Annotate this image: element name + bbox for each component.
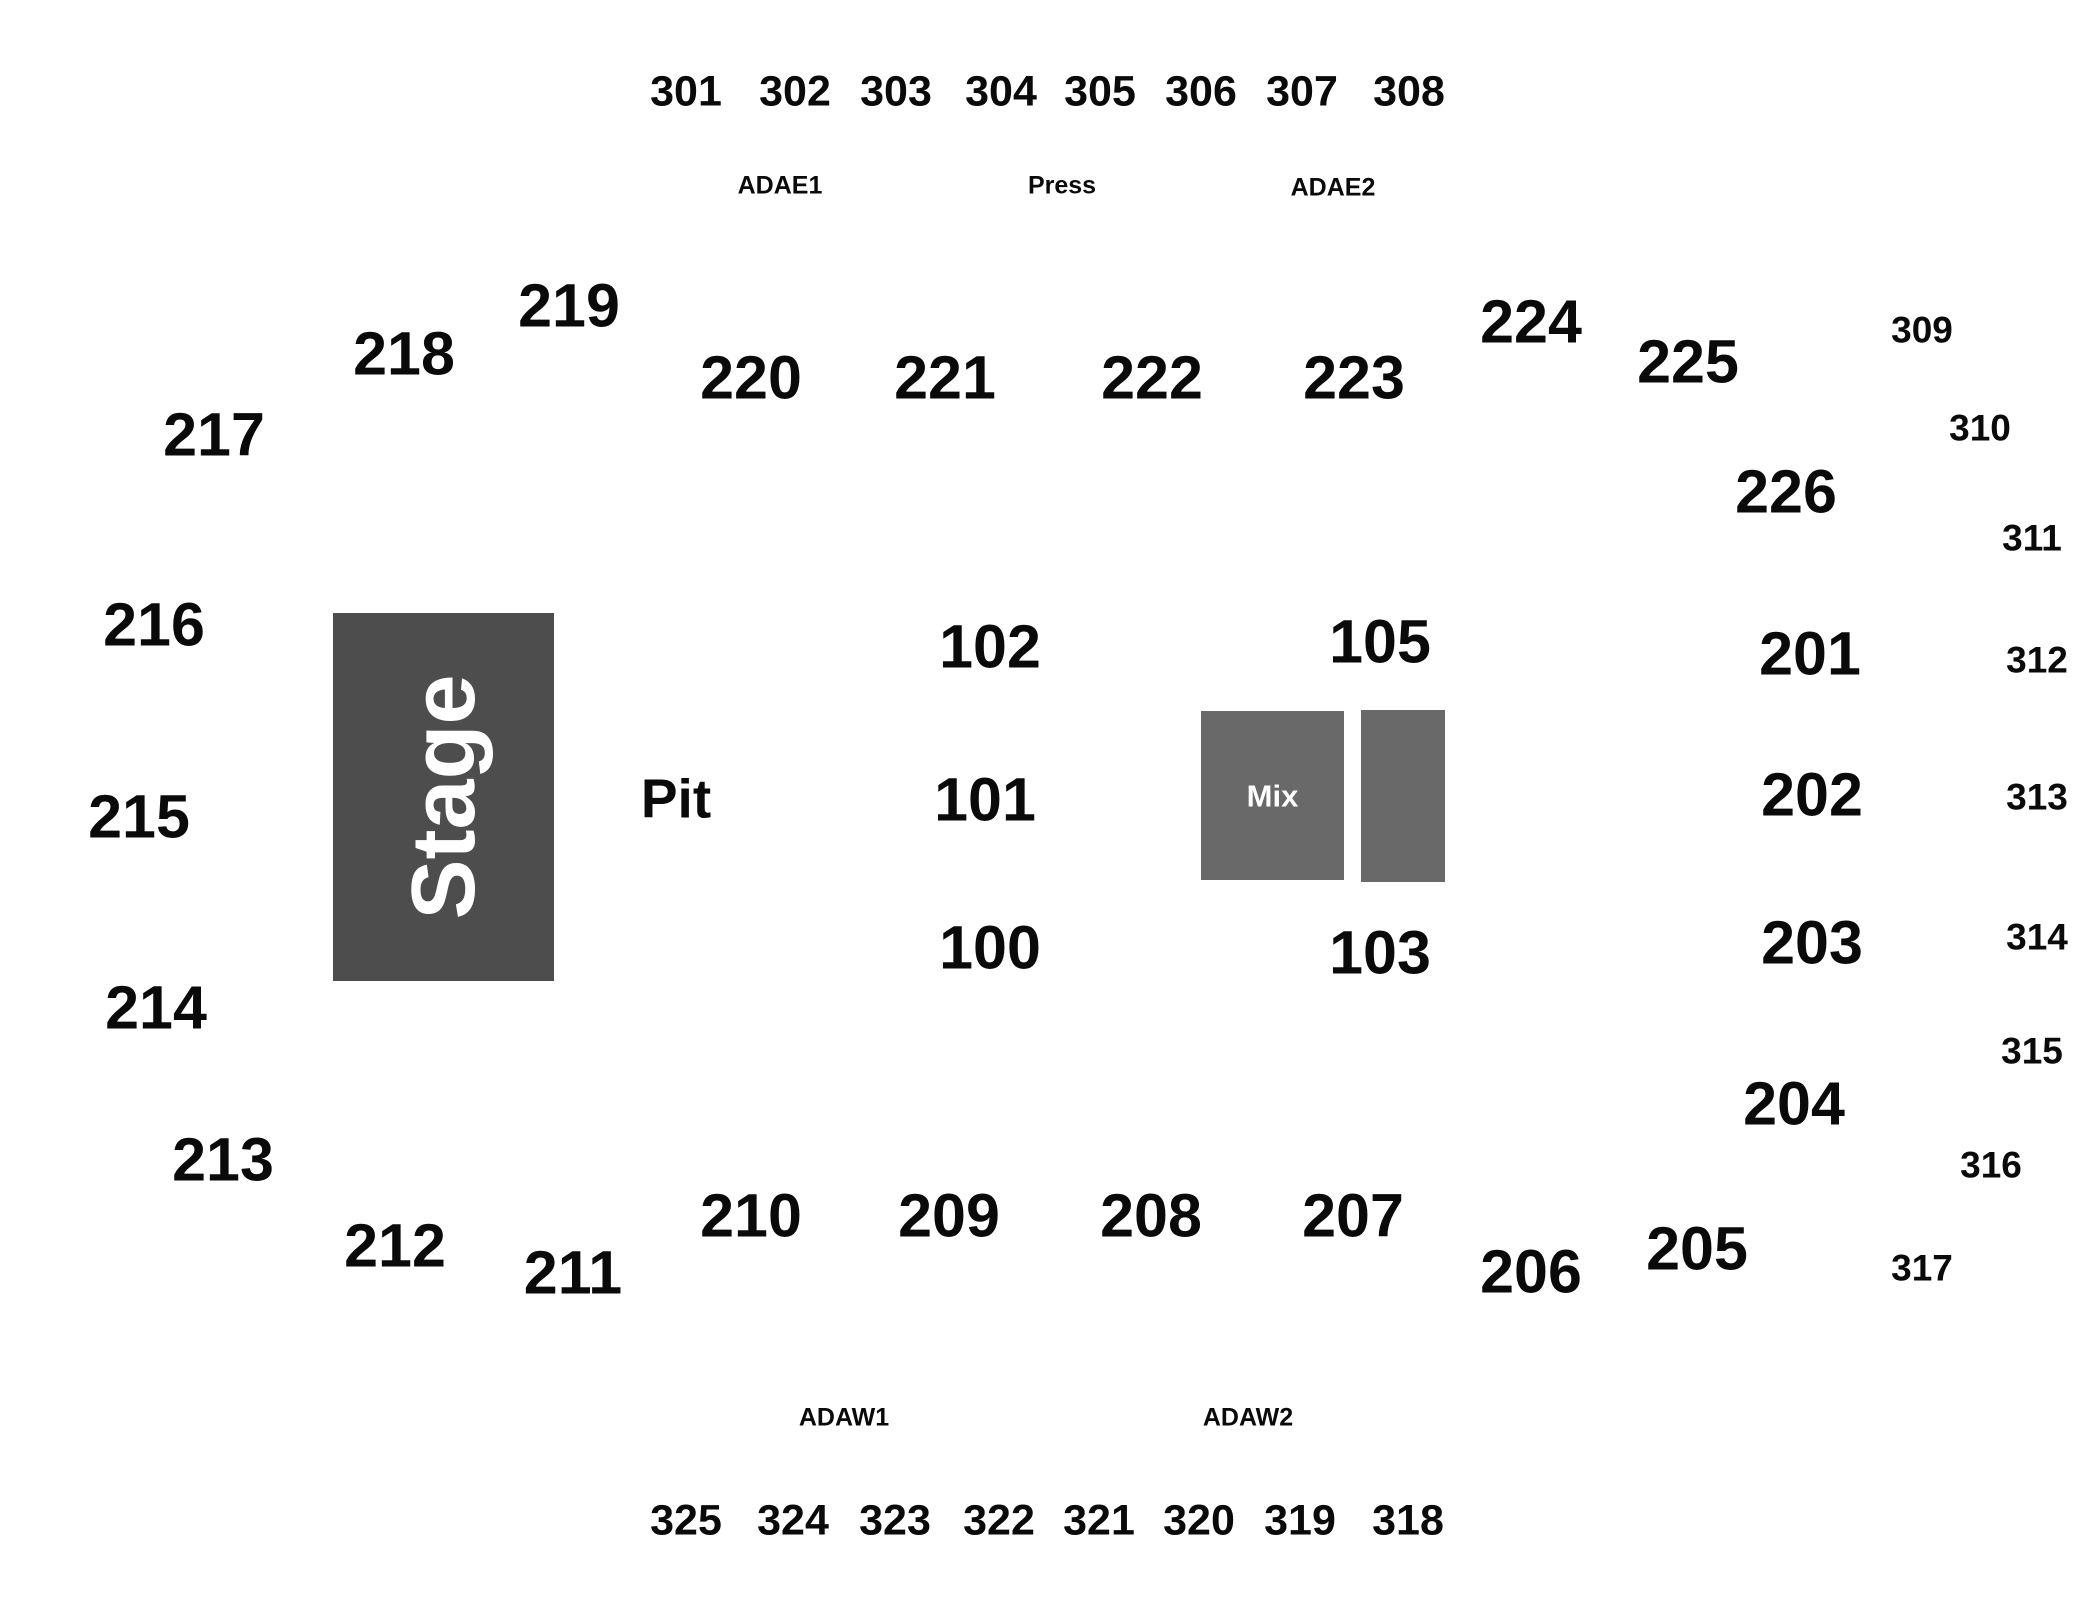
stage-label: Stage: [393, 674, 494, 920]
section-305[interactable]: 305: [1064, 67, 1136, 116]
section-225[interactable]: 225: [1637, 327, 1739, 396]
section-303[interactable]: 303: [860, 67, 932, 116]
section-322[interactable]: 322: [963, 1496, 1035, 1545]
stage[interactable]: Stage: [333, 613, 554, 981]
section-103[interactable]: 103: [1329, 918, 1431, 987]
section-320[interactable]: 320: [1163, 1496, 1235, 1545]
section-102[interactable]: 102: [939, 612, 1041, 681]
mix-label: Mix: [1246, 778, 1299, 813]
section-222[interactable]: 222: [1101, 343, 1203, 412]
section-203[interactable]: 203: [1761, 908, 1863, 977]
mix-position: Mix: [1201, 711, 1344, 880]
section-pit[interactable]: Pit: [640, 767, 712, 830]
section-307[interactable]: 307: [1266, 67, 1338, 116]
section-319[interactable]: 319: [1264, 1496, 1336, 1545]
section-205[interactable]: 205: [1646, 1214, 1748, 1283]
section-309[interactable]: 309: [1891, 309, 1953, 351]
section-321[interactable]: 321: [1063, 1496, 1135, 1545]
section-318[interactable]: 318: [1372, 1496, 1444, 1545]
section-press[interactable]: Press: [1027, 171, 1097, 200]
section-208[interactable]: 208: [1100, 1181, 1202, 1250]
section-218[interactable]: 218: [353, 319, 455, 388]
section-214[interactable]: 214: [105, 973, 207, 1042]
section-317[interactable]: 317: [1891, 1247, 1953, 1289]
section-211[interactable]: 211: [523, 1238, 623, 1307]
section-223[interactable]: 223: [1303, 343, 1405, 412]
section-adaw1[interactable]: ADAW1: [798, 1403, 890, 1432]
section-315[interactable]: 315: [2001, 1030, 2063, 1072]
section-213[interactable]: 213: [172, 1125, 274, 1194]
section-212[interactable]: 212: [344, 1211, 446, 1280]
section-204[interactable]: 204: [1743, 1069, 1845, 1138]
section-325[interactable]: 325: [650, 1496, 722, 1545]
section-226[interactable]: 226: [1735, 457, 1837, 526]
section-209[interactable]: 209: [898, 1181, 1000, 1250]
section-201[interactable]: 201: [1759, 619, 1861, 688]
section-219[interactable]: 219: [518, 271, 620, 340]
section-306[interactable]: 306: [1165, 67, 1237, 116]
section-304[interactable]: 304: [965, 67, 1037, 116]
section-215[interactable]: 215: [88, 782, 190, 851]
section-221[interactable]: 221: [894, 343, 996, 412]
section-301[interactable]: 301: [650, 67, 722, 116]
section-313[interactable]: 313: [2006, 776, 2068, 818]
section-adae2[interactable]: ADAE2: [1290, 173, 1376, 202]
section-308[interactable]: 308: [1373, 67, 1445, 116]
section-207[interactable]: 207: [1302, 1181, 1404, 1250]
section-302[interactable]: 302: [759, 67, 831, 116]
section-316[interactable]: 316: [1960, 1144, 2022, 1186]
section-220[interactable]: 220: [700, 343, 802, 412]
section-101[interactable]: 101: [934, 765, 1036, 834]
section-216[interactable]: 216: [103, 590, 205, 659]
section-202[interactable]: 202: [1761, 760, 1863, 829]
section-312[interactable]: 312: [2006, 639, 2068, 681]
section-adae1[interactable]: ADAE1: [737, 171, 823, 200]
section-310[interactable]: 310: [1949, 407, 2011, 449]
section-314[interactable]: 314: [2006, 916, 2068, 958]
section-105[interactable]: 105: [1329, 607, 1431, 676]
section-323[interactable]: 323: [859, 1496, 931, 1545]
section-324[interactable]: 324: [757, 1496, 829, 1545]
section-217[interactable]: 217: [163, 400, 265, 469]
section-224[interactable]: 224: [1480, 287, 1582, 356]
section-100[interactable]: 100: [939, 913, 1041, 982]
section-210[interactable]: 210: [700, 1181, 802, 1250]
section-206[interactable]: 206: [1480, 1237, 1582, 1306]
section-311[interactable]: 311: [2002, 517, 2062, 559]
section-adaw2[interactable]: ADAW2: [1202, 1403, 1294, 1432]
mix-position-extension: [1361, 710, 1445, 882]
